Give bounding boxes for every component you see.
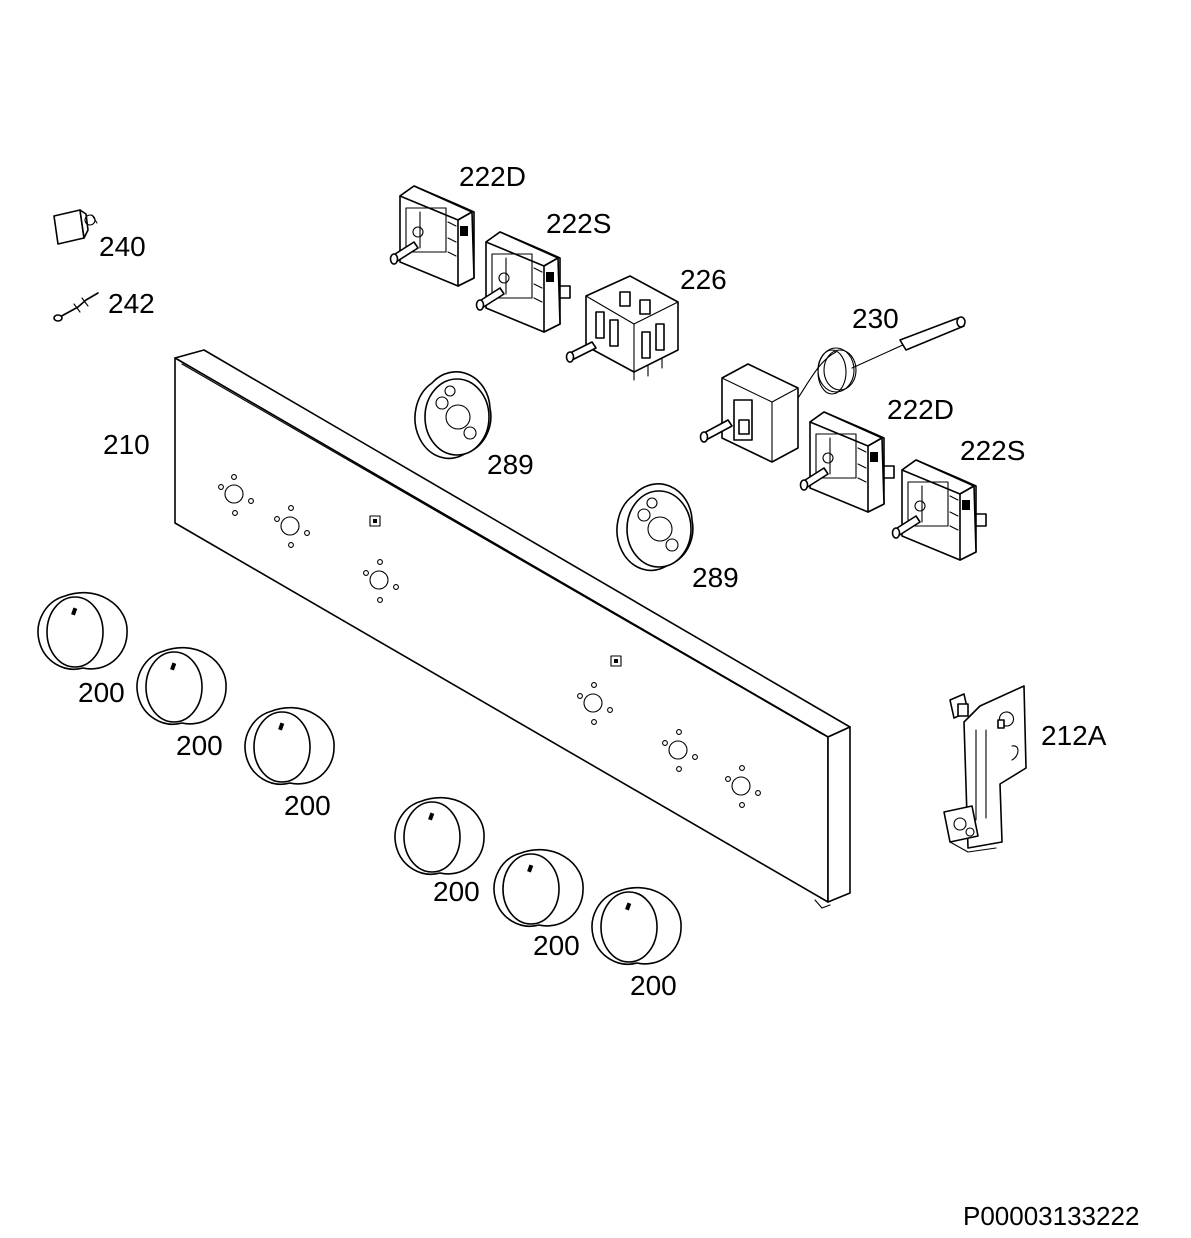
part-labels: 222D 222S 226 230 222D 222S 240 242 210 … (78, 161, 1139, 1231)
knob-5[interactable] (493, 848, 584, 927)
switch-222s-right[interactable] (891, 459, 987, 561)
switch-222d-top[interactable] (389, 185, 475, 287)
label-226: 226 (680, 264, 727, 295)
label-222d-top: 222D (459, 161, 526, 192)
label-200-knob-6: 200 (630, 970, 677, 1001)
label-222s-right: 222S (960, 435, 1025, 466)
panel-holes-right (577, 655, 761, 808)
knob-2[interactable] (136, 646, 227, 725)
knob-1[interactable] (37, 591, 128, 670)
switch-222s-top[interactable] (475, 231, 571, 333)
knob-6[interactable] (591, 886, 682, 965)
control-panel-210[interactable] (174, 349, 851, 909)
label-200-knob-1: 200 (78, 677, 125, 708)
switch-block-226[interactable] (565, 275, 679, 381)
label-200-knob-5: 200 (533, 930, 580, 961)
panel-holes-left (218, 474, 399, 603)
label-222d-right: 222D (887, 394, 954, 425)
lamp-wire-242[interactable] (53, 292, 99, 322)
label-242: 242 (108, 288, 155, 319)
label-289-top: 289 (487, 449, 534, 480)
lamp-240[interactable] (53, 209, 98, 245)
label-200-knob-4: 200 (433, 876, 480, 907)
spacer-289-bottom[interactable] (616, 483, 694, 572)
knob-4[interactable] (394, 796, 485, 875)
thermostat-230[interactable] (699, 316, 966, 463)
diagram-code: P00003133222 (963, 1201, 1139, 1231)
label-222s-top: 222S (546, 208, 611, 239)
bracket-212a[interactable] (943, 685, 1027, 853)
label-212a: 212A (1041, 720, 1107, 751)
control-knobs[interactable] (37, 591, 682, 965)
spacer-289-top[interactable] (414, 371, 492, 460)
label-240: 240 (99, 231, 146, 262)
label-210: 210 (103, 429, 150, 460)
label-200-knob-2: 200 (176, 730, 223, 761)
label-289-bottom: 289 (692, 562, 739, 593)
knob-3[interactable] (244, 706, 335, 785)
switch-222d-right[interactable] (799, 411, 895, 513)
label-200-knob-3: 200 (284, 790, 331, 821)
label-230: 230 (852, 303, 899, 334)
